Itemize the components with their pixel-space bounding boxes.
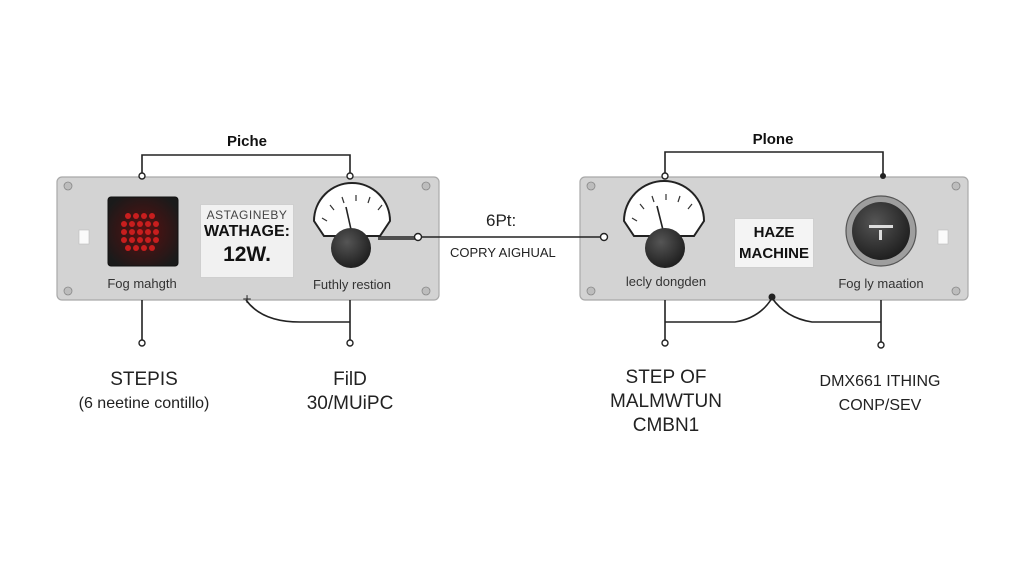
left-top-label: Piche <box>226 133 268 150</box>
bottom-wires <box>141 296 882 345</box>
step-of-label: STEP OF MALMWTUN CMBN1 <box>610 366 722 438</box>
connector-dot-icon <box>599 232 609 242</box>
fid-label-line1: FilD <box>333 369 367 390</box>
screw-icon <box>63 286 73 296</box>
control-knob-icon <box>331 228 371 268</box>
cable-title: 6Pt: <box>486 211 517 230</box>
fid-label: FilD 30/MUiPC <box>307 368 394 416</box>
screw-icon <box>586 286 596 296</box>
screw-icon <box>586 181 596 191</box>
left-caption-right: Futhly restion <box>312 277 392 292</box>
junction-mark: + <box>242 292 252 306</box>
right-caption-left: lecly dongden <box>625 274 707 289</box>
wattage-display-line3: 12W. <box>223 243 271 266</box>
steps-label-line2: (6 neetine contillo) <box>78 395 210 412</box>
right-top-label: Plone <box>752 131 794 148</box>
cable-label: COPRY AIGHUAL <box>450 245 556 260</box>
step-of-label-line2: MALMWTUN <box>610 391 722 412</box>
step-of-label-line1: STEP OF <box>625 367 707 388</box>
connector-dot-icon <box>138 172 146 180</box>
dmx-label-line2: CONP/SEV <box>838 397 922 414</box>
screw-icon <box>421 286 431 296</box>
left-caption-left: Fog mahgth <box>107 276 177 291</box>
dmx-label: DMX661 ITHING CONP/SEV <box>820 370 941 418</box>
steps-label: STEPIS (6 neetine contillo) <box>79 368 210 416</box>
screw-icon <box>951 286 961 296</box>
wattage-display-line1: ASTAGINEBY <box>206 208 288 222</box>
steps-label-line1: STEPIS <box>110 369 178 390</box>
dmx-label-line1: DMX661 ITHING <box>819 373 941 390</box>
top-wire-left <box>141 154 351 178</box>
connector-dot-icon <box>768 293 776 301</box>
top-wire-right <box>664 151 884 178</box>
screw-icon <box>63 181 73 191</box>
connector-dot-icon <box>138 339 146 347</box>
connector-dot-icon <box>877 341 885 349</box>
panel-slot-left <box>78 229 90 245</box>
wattage-display: ASTAGINEBY WATHAGE: 12W. <box>200 204 294 278</box>
haze-display-line2: MACHINE <box>739 245 809 262</box>
screw-icon <box>951 181 961 191</box>
haze-display-line1: HAZE <box>753 224 795 241</box>
connector-dot-icon <box>661 172 669 180</box>
screw-icon <box>421 181 431 191</box>
connector-dot-icon <box>346 339 354 347</box>
fid-label-line2: 30/MUiPC <box>306 393 394 414</box>
connector-dot-icon <box>413 232 423 242</box>
connector-dot-icon <box>661 339 669 347</box>
right-caption-right: Fog ly maation <box>838 276 924 291</box>
step-of-label-line3: CMBN1 <box>632 415 700 436</box>
analog-gauge-icon <box>622 180 706 237</box>
xlr-socket-icon <box>845 195 917 267</box>
led-matrix-icon <box>107 196 179 267</box>
control-knob-icon <box>645 228 685 268</box>
connector-dot-icon <box>880 173 886 179</box>
wattage-display-line2: WATHAGE: <box>204 223 290 240</box>
haze-machine-display: HAZE MACHINE <box>734 218 814 268</box>
connector-dot-icon <box>346 172 354 180</box>
panel-slot-right <box>937 229 949 245</box>
